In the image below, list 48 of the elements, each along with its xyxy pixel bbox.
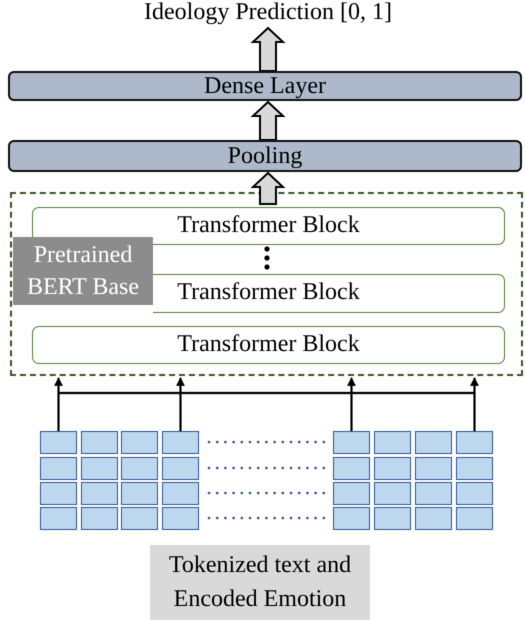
token-cell [415,482,452,505]
token-cell [415,431,452,454]
token-cell [456,431,493,454]
block-arrow [250,100,286,141]
token-cell [374,482,411,505]
token-cell [81,507,118,530]
arrow [347,377,356,431]
token-cell [456,457,493,480]
token-cell [40,431,77,454]
input-caption-box: Tokenized text and Encoded Emotion [150,545,370,620]
token-cell [162,507,199,530]
token-cell [374,507,411,530]
token-cell [162,431,199,454]
token-cell [333,457,370,480]
transformer-block-box: Transformer Block [32,326,505,364]
arrow [176,377,185,431]
block-arrow [250,26,286,72]
pooling-layer-box: Pooling [8,140,522,172]
token-cell [81,482,118,505]
token-cell [162,457,199,480]
transformer-block-box: Transformer Block [32,207,505,245]
token-cell [40,482,77,505]
token-cell [40,457,77,480]
token-cell [121,457,158,480]
group-title-label: Pretrained BERT Base [13,237,153,305]
token-cell [40,507,77,530]
token-cell [162,482,199,505]
token-cell [333,507,370,530]
token-cell [374,457,411,480]
token-cell [333,482,370,505]
model-group-frame [10,192,523,376]
token-cell [121,482,158,505]
token-cell [121,431,158,454]
token-cell [81,457,118,480]
token-cell [333,431,370,454]
token-cell [456,507,493,530]
token-cell [415,507,452,530]
token-cell [121,507,158,530]
dense-layer-box: Dense Layer [8,71,522,101]
output-label: Ideology Prediction [0, 1] [120,0,416,28]
arrow [54,377,63,431]
block-arrow [250,172,286,205]
arrow [470,377,479,431]
token-cell [374,431,411,454]
token-cell [81,431,118,454]
transformer-block-box: Transformer Block [153,274,505,313]
token-cell [415,457,452,480]
token-cell [456,482,493,505]
